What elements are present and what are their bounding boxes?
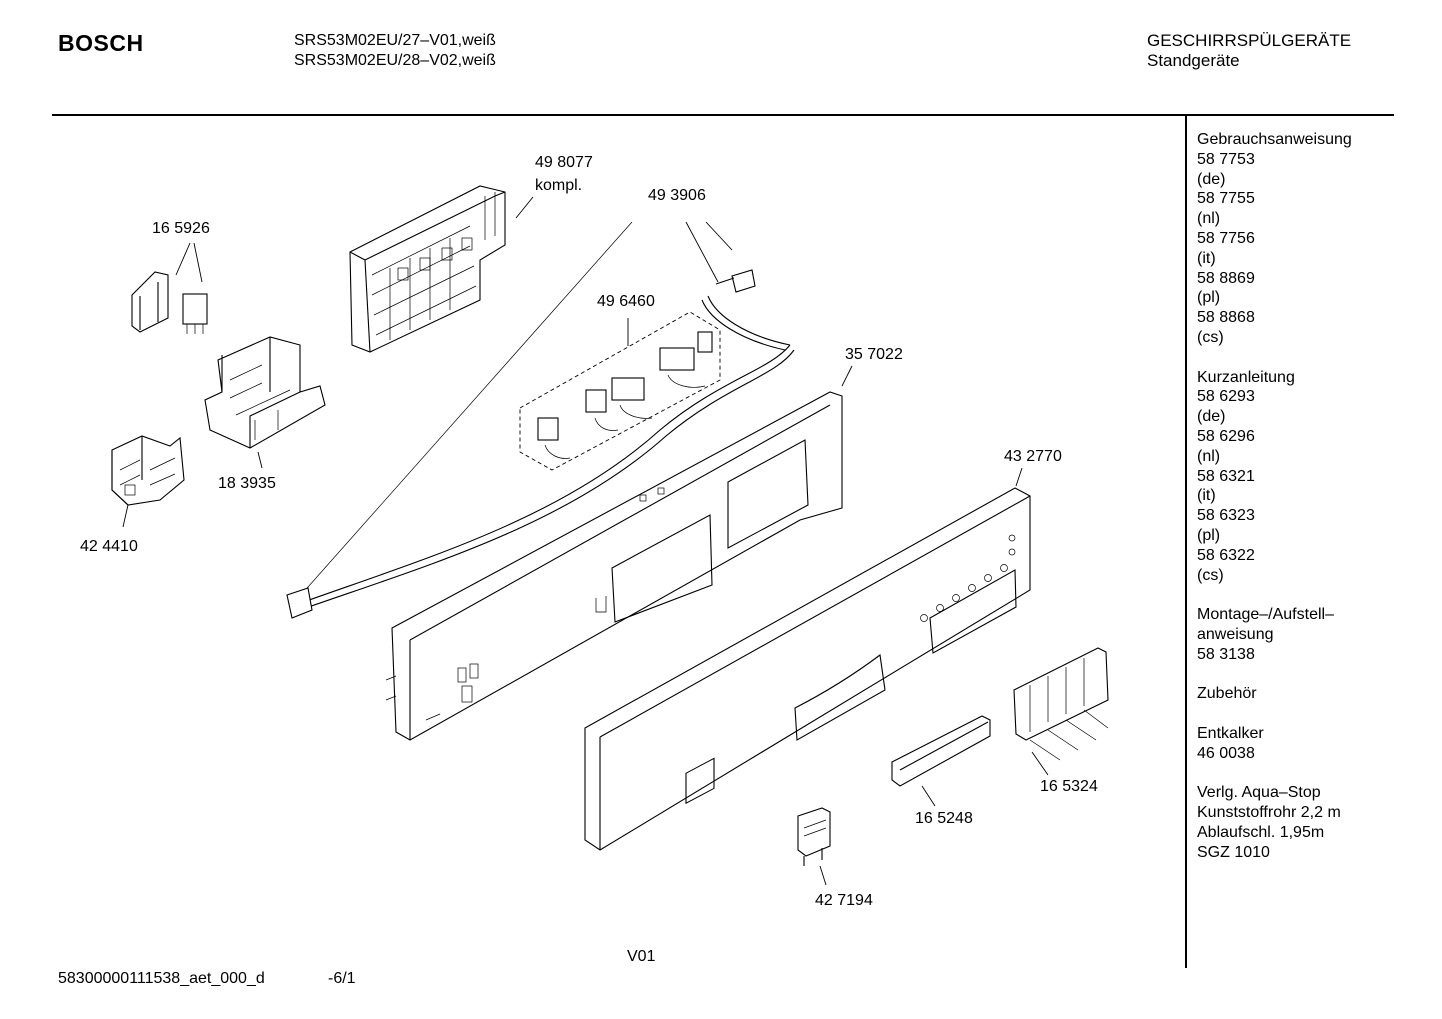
sidebar-line: Kunststoffrohr 2,2 m [1197,804,1341,822]
panel-432770-drawing [584,487,1031,851]
sidebar-line: Entkalker [1197,724,1264,742]
part-label-module: 49 8077 [535,154,593,171]
connectors-496460-drawing [519,311,721,471]
sidebar-line: (pl) [1197,526,1221,544]
part-label-switch-165926: 16 5926 [152,220,210,237]
part-label-holder: 18 3935 [218,475,276,492]
sidebar-line: Montage–/Aufstell– [1197,606,1334,624]
sidebar-line: 58 3138 [1197,645,1255,663]
documentation-sidebar: Gebrauchsanweisung 58 7753 (de) 58 7755 (nl)… [1197,130,1392,862]
part-label-panel: 43 2770 [1004,448,1062,465]
sidebar-line: 58 6296 [1197,427,1255,445]
sidebar-line: Verlg. Aqua–Stop [1197,784,1321,802]
part-label-frame: 35 7022 [845,346,903,363]
leader-424410 [122,504,129,528]
sidebar-line: anweisung [1197,625,1274,643]
electronic-module-drawing [349,185,506,353]
part-label-connectors: 49 6460 [597,293,655,310]
sidebar-line: Ablaufschl. 1,95m [1197,823,1325,841]
sidebar-line: 58 7755 [1197,190,1255,208]
part-label-switch-424410: 42 4410 [80,538,138,555]
part-label-knob: 42 7194 [815,892,873,909]
leader-harness-long [291,221,633,606]
sidebar-line: 58 6322 [1197,546,1255,564]
frame-357022-drawing [385,391,843,741]
sidebar-divider [1185,116,1187,968]
sidebar-line: 58 6293 [1197,388,1255,406]
sidebar-line: (it) [1197,487,1216,505]
sidebar-line: (de) [1197,170,1226,188]
sidebar-line: Kurzanleitung [1197,368,1295,386]
leader-357022 [841,365,853,387]
part-label-key: 16 5248 [915,810,973,827]
sidebar-line: SGZ 1010 [1197,843,1270,861]
buttons-165324-drawing [1013,647,1109,761]
leader-165324 [1031,751,1049,776]
part-label-buttons: 16 5324 [1040,778,1098,795]
leader-183935 [257,451,263,469]
sidebar-line: 58 7756 [1197,229,1255,247]
sidebar-line: 46 0038 [1197,744,1255,762]
sidebar-line: (pl) [1197,289,1221,307]
key-165248-drawing [891,715,991,787]
header-divider [52,114,1394,116]
page-number: -6/1 [328,970,356,987]
sidebar-line: 58 8868 [1197,309,1255,327]
leader-165926-b [193,242,203,283]
leader-165248 [921,785,936,807]
holder-183935-drawing [204,336,326,449]
part-label-module-note: kompl. [535,177,583,194]
sidebar-line: Gebrauchsanweisung [1197,131,1352,148]
sidebar-line: (nl) [1197,210,1221,228]
part-label-harness: 49 3906 [648,187,706,204]
sidebar-line: (cs) [1197,566,1224,584]
leader-module [515,196,534,219]
category-subtitle: Standgeräte [1147,51,1240,70]
sidebar-line: Zubehör [1197,685,1257,703]
leader-427194 [819,865,827,886]
document-id: 58300000111538_aet_000_d [58,970,265,987]
model-line-2: SRS53M02EU/28–V02,weiß [294,52,496,69]
knob-427194-drawing [797,807,831,866]
sidebar-line: (it) [1197,249,1216,267]
sidebar-line: 58 6321 [1197,467,1255,485]
leader-432770 [1015,467,1023,487]
sidebar-line: 58 8869 [1197,269,1255,287]
sidebar-line: 58 6323 [1197,507,1255,525]
sidebar-line: (nl) [1197,447,1221,465]
leader-harness-short-b [705,221,733,251]
switch-165926-drawing [131,271,208,334]
sidebar-line: (cs) [1197,328,1224,346]
switch-424410-drawing [111,435,185,506]
model-line-1: SRS53M02EU/27–V01,weiß [294,32,496,49]
sidebar-line: 58 7753 [1197,150,1255,168]
wiring-harness-drawing [286,269,795,619]
category-title: GESCHIRRSPÜLGERÄTE [1147,31,1352,50]
leader-165926-a [175,242,191,276]
brand-logo: BOSCH [58,30,144,56]
sidebar-line: (de) [1197,408,1226,426]
version-label: V01 [627,948,656,965]
leader-harness-short-a [685,221,719,283]
